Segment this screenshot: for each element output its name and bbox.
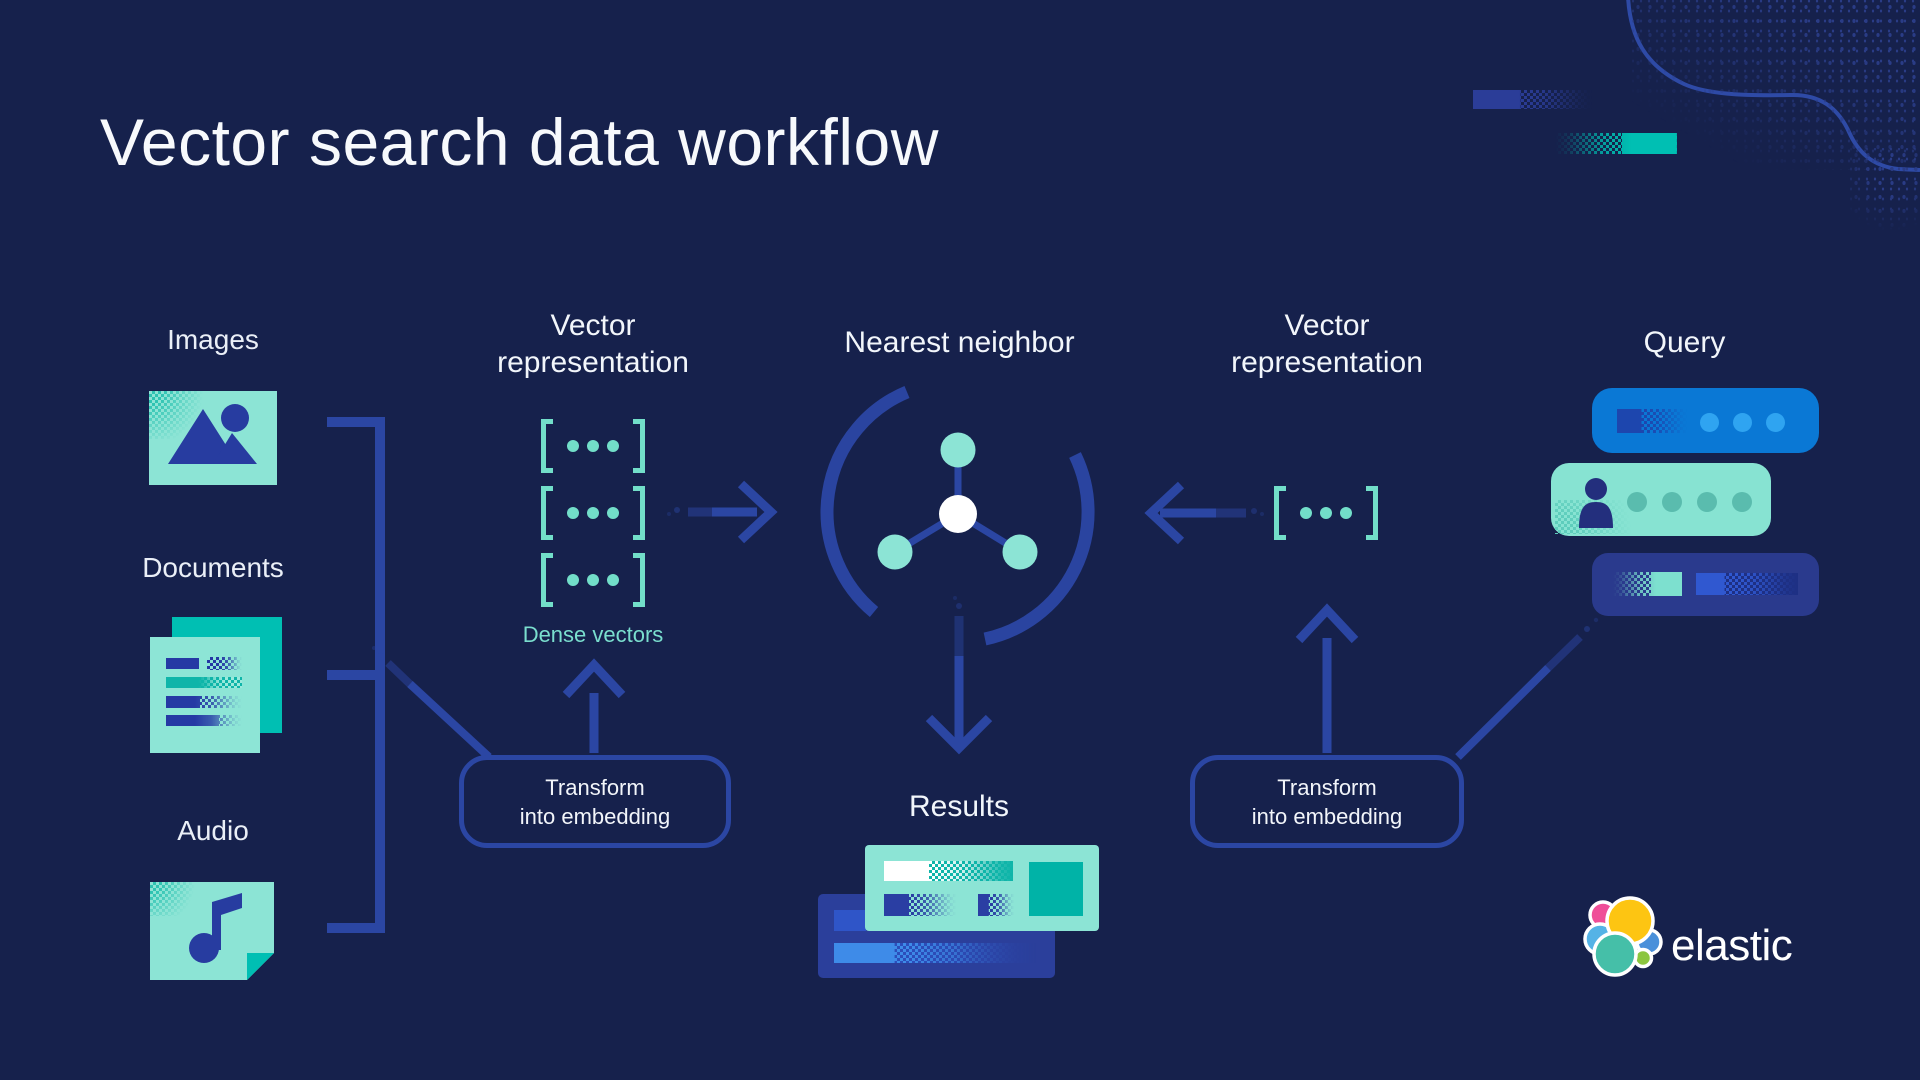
brand-wordmark: elastic bbox=[1671, 921, 1793, 970]
heading-vector-representation-left: Vector representation bbox=[497, 309, 689, 379]
bracket-right-icon bbox=[633, 419, 645, 473]
bracket-right-icon bbox=[633, 553, 645, 607]
arrow-left-icon bbox=[1144, 481, 1246, 545]
audio-fold-icon bbox=[97, 953, 125, 981]
bracket-left-icon bbox=[1274, 486, 1286, 540]
arrow-down-icon bbox=[925, 616, 993, 755]
results-card-front bbox=[865, 845, 1099, 931]
source-label-images: Images bbox=[167, 324, 259, 355]
dither-texture bbox=[150, 882, 202, 916]
dither-texture bbox=[149, 391, 207, 439]
vector-bracket-row bbox=[541, 553, 645, 607]
bracket-left-icon bbox=[541, 419, 553, 473]
heading-results: Results bbox=[908, 790, 1010, 823]
query-vector-icon bbox=[1274, 486, 1378, 540]
elastic-logo bbox=[1583, 896, 1663, 977]
arrow-up-left-icon bbox=[562, 658, 626, 753]
dense-vectors-icon bbox=[541, 419, 645, 607]
results-thumbnail-square bbox=[1029, 862, 1083, 916]
transform-into-embedding-box-right: Transform into embedding bbox=[1190, 755, 1464, 848]
pixel-bar-teal-decoration bbox=[1555, 133, 1677, 154]
vector-bracket-row bbox=[541, 486, 645, 540]
transform-box-line2: into embedding bbox=[519, 803, 671, 829]
query-bar-blue bbox=[1592, 388, 1819, 453]
page-title: Vector search data workflow bbox=[100, 105, 939, 179]
sources-bracket-line bbox=[327, 417, 385, 933]
bracket-left-icon bbox=[541, 486, 553, 540]
transform-box-line2: into embedding bbox=[1251, 803, 1403, 829]
source-label-audio: Audio bbox=[177, 815, 249, 846]
bracket-right-icon bbox=[633, 486, 645, 540]
arrow-right-icon bbox=[688, 480, 778, 544]
query-bar-navy bbox=[1592, 553, 1819, 616]
vector-bracket-row bbox=[541, 419, 645, 473]
bracket-left-icon bbox=[541, 553, 553, 607]
transform-into-embedding-box-left: Transform into embedding bbox=[459, 755, 731, 848]
dense-vectors-label: Dense vectors bbox=[522, 622, 664, 647]
bracket-right-icon bbox=[1366, 486, 1378, 540]
transform-box-line1: Transform bbox=[545, 774, 645, 800]
arrow-up-right-icon bbox=[1295, 603, 1359, 753]
dot-field-decoration bbox=[1632, 0, 1920, 170]
nearest-neighbor-graph-icon bbox=[820, 386, 1095, 646]
image-photo-icon bbox=[149, 391, 277, 485]
person-icon bbox=[1579, 478, 1613, 528]
heading-vector-representation-right: Vector representation bbox=[1231, 309, 1423, 379]
heading-query: Query bbox=[1643, 326, 1726, 359]
query-bar-mint bbox=[1551, 463, 1771, 536]
pixel-bar-blue-decoration bbox=[1473, 90, 1592, 109]
transform-box-line1: Transform bbox=[1277, 774, 1377, 800]
source-label-documents: Documents bbox=[142, 552, 284, 583]
dot-field-decoration-small bbox=[1850, 148, 1920, 238]
audio-fold-corner bbox=[247, 953, 274, 980]
documents-icon bbox=[150, 637, 260, 753]
heading-nearest-neighbor: Nearest neighbor bbox=[844, 326, 1075, 359]
